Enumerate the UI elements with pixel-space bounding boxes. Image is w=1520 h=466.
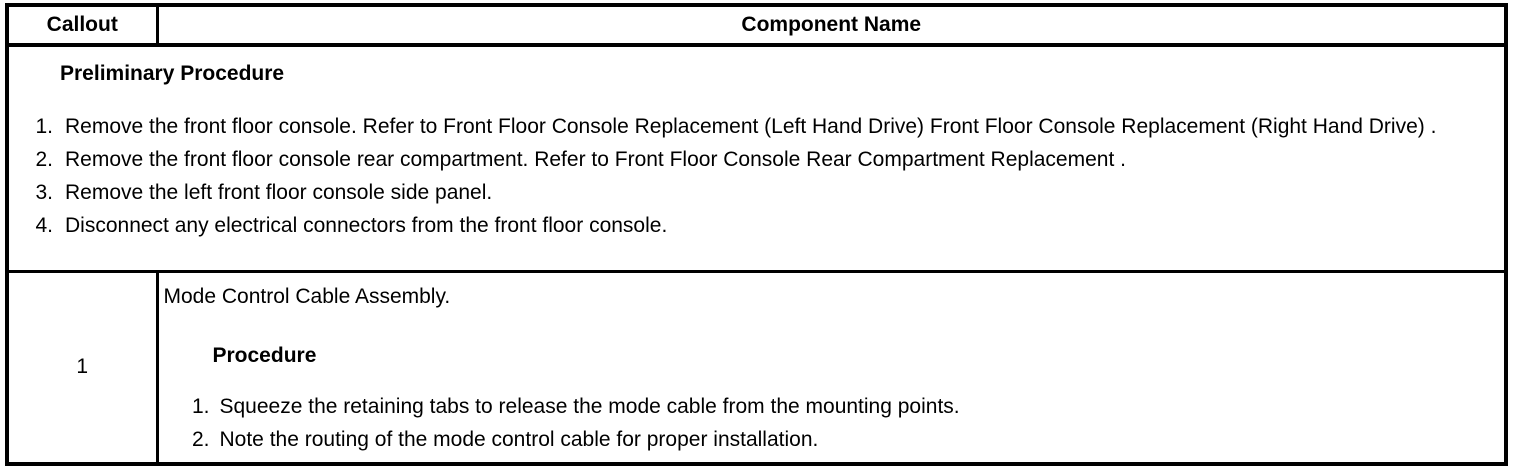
table-header: Callout Component Name <box>7 5 1506 47</box>
list-item: 1. Remove the front floor console. Refer… <box>9 110 1490 143</box>
header-row: Callout Component Name <box>7 5 1506 47</box>
list-item: 1. Squeeze the retaining tabs to release… <box>164 390 1491 423</box>
step-number: 1. <box>35 115 53 138</box>
callout-component-table: Callout Component Name Preliminary Proce… <box>5 3 1508 466</box>
step-number: 1. <box>191 394 210 418</box>
list-item: 4. Disconnect any electrical connectors … <box>9 209 1490 242</box>
step-text: Squeeze the retaining tabs to release th… <box>219 394 960 418</box>
list-item: 2. Note the routing of the mode control … <box>164 423 1491 456</box>
step-number: 2. <box>191 427 210 451</box>
procedure-steps-list: 1. Squeeze the retaining tabs to release… <box>164 390 1491 456</box>
component-name-column-header: Component Name <box>157 5 1506 47</box>
component-description-cell: Mode Control Cable Assembly. Procedure 1… <box>157 271 1506 464</box>
step-text: Remove the left front floor console side… <box>65 181 493 204</box>
step-text: Disconnect any electrical connectors fro… <box>65 214 668 237</box>
preliminary-procedure-cell: Preliminary Procedure 1. Remove the fron… <box>7 45 1506 273</box>
component-name-text: Mode Control Cable Assembly. <box>163 284 451 308</box>
preliminary-procedure-title: Preliminary Procedure <box>60 62 285 85</box>
table-body: Preliminary Procedure 1. Remove the fron… <box>7 45 1506 464</box>
component-row: 1 Mode Control Cable Assembly. Procedure… <box>7 271 1506 464</box>
list-item: 3. Remove the left front floor console s… <box>9 176 1490 209</box>
step-text: Remove the front floor console. Refer to… <box>65 115 1437 138</box>
step-text: Remove the front floor console rear comp… <box>65 148 1126 171</box>
callout-number-cell: 1 <box>7 271 159 464</box>
step-number: 3. <box>35 181 53 204</box>
list-item: 2. Remove the front floor console rear c… <box>9 143 1490 176</box>
step-text: Note the routing of the mode control cab… <box>219 427 819 451</box>
preliminary-steps-list: 1. Remove the front floor console. Refer… <box>9 110 1490 242</box>
callout-column-header: Callout <box>7 5 159 47</box>
step-number: 2. <box>35 148 53 171</box>
preliminary-procedure-row: Preliminary Procedure 1. Remove the fron… <box>7 45 1506 273</box>
procedure-title: Procedure <box>212 343 317 367</box>
step-number: 4. <box>35 214 53 237</box>
